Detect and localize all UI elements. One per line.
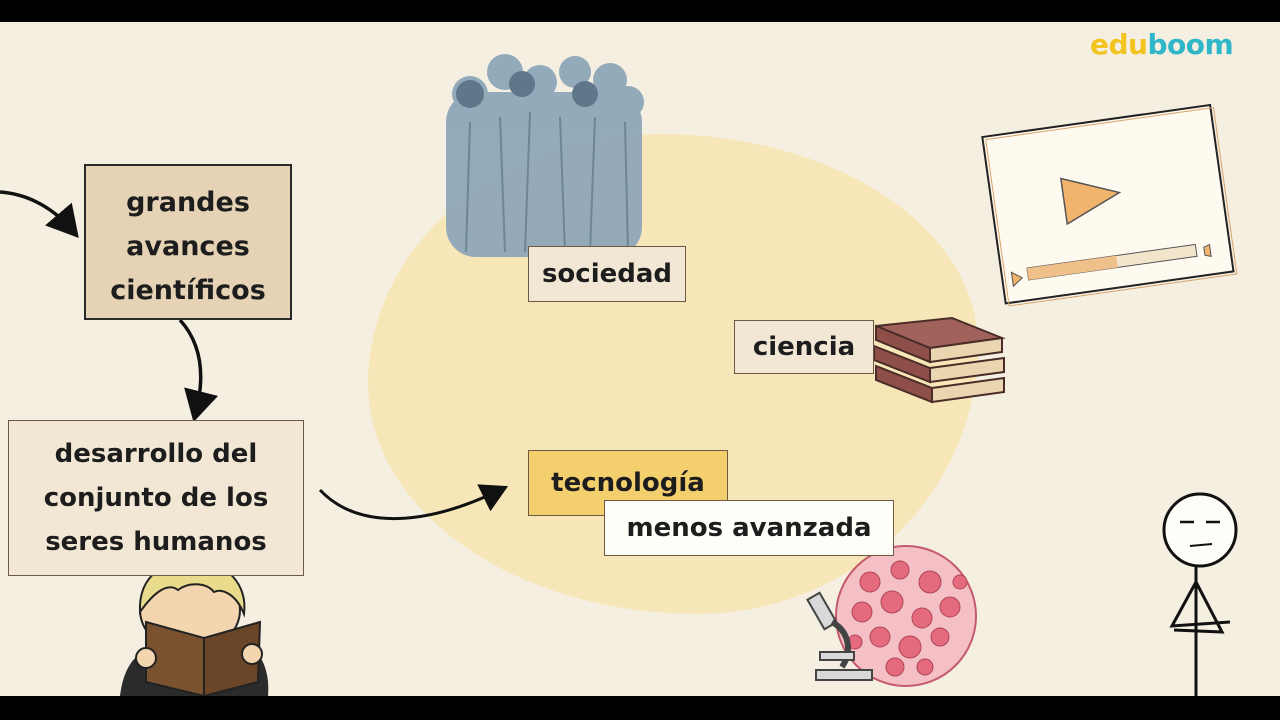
book-stack-icon [873,316,1006,404]
video-player-icon [981,103,1238,307]
arrow-avances-to-desarrollo [178,318,219,423]
eduboom-logo[interactable]: eduboom [1090,28,1234,61]
card-desarrollo-line2: conjunto de los [43,483,269,513]
microscope-icon [806,591,873,681]
letterbox-top [0,0,1280,22]
label-ciencia: ciencia [734,320,874,374]
crowd-icon [446,54,644,257]
arrow-desarrollo-to-tecnologia [318,484,509,521]
label-sociedad: sociedad [528,246,686,302]
card-grandes-avances: grandes avances científicos [84,164,292,320]
card-desarrollo-line1: desarrollo del [54,439,258,469]
logo-boom: boom [1147,28,1234,61]
card-avances-line1: grandes [126,187,250,218]
card-desarrollo: desarrollo del conjunto de los seres hum… [8,420,304,576]
cells-icon [835,545,977,687]
arrows-layer [0,190,509,521]
label-menos-avanzada: menos avanzada [604,500,894,556]
play-icon [1059,177,1122,226]
arrow-into-avances [0,190,79,238]
slide-canvas: eduboom [0,22,1280,696]
card-avances-line2: avances [126,231,250,262]
logo-edu: edu [1090,28,1148,61]
stickman-icon [1162,492,1238,696]
letterbox-bottom [0,696,1280,720]
card-desarrollo-line3: seres humanos [45,527,267,557]
card-avances-line3: científicos [110,275,266,306]
